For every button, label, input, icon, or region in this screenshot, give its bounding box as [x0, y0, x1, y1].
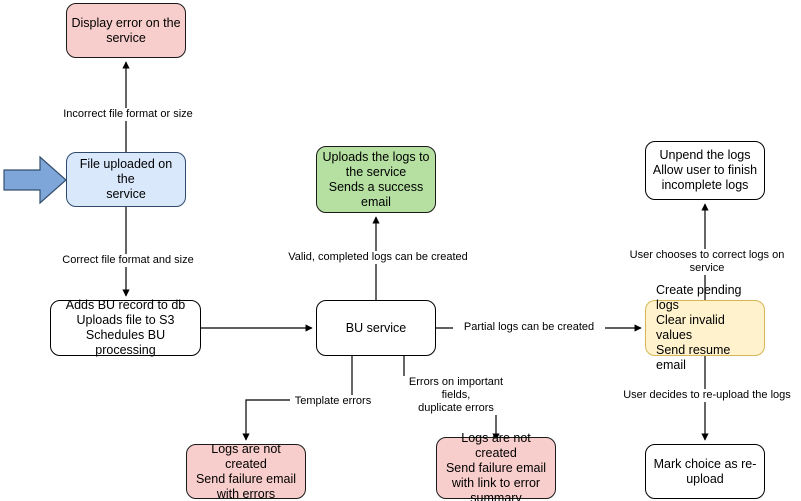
edge-label-valid-logs: Valid, completed logs can be created: [282, 251, 474, 264]
node-create-pending-logs[interactable]: Create pending logs Clear invalid values…: [645, 283, 765, 372]
node-logs-not-created-summary[interactable]: Logs are not created Send failure email …: [436, 431, 556, 501]
node-file-uploaded[interactable]: File uploaded on the service: [66, 152, 186, 207]
node-unpend-logs[interactable]: Unpend the logs Allow user to finish inc…: [645, 141, 765, 200]
node-display-error[interactable]: Display error on the service: [66, 3, 186, 58]
node-adds-bu-record[interactable]: Adds BU record to db Uploads file to S3 …: [50, 298, 201, 357]
edge-label-incorrect-format: Incorrect file format or size: [55, 108, 201, 121]
edge-label-important-errors: Errors on important fields, duplicate er…: [392, 376, 520, 415]
edge-label-partial-logs: Partial logs can be created: [453, 321, 605, 334]
node-bu-service[interactable]: BU service: [316, 300, 436, 356]
edge-label-user-reuploads: User decides to re-upload the logs: [617, 389, 797, 402]
edge-label-user-corrects: User chooses to correct logs on service: [609, 249, 801, 275]
edge-label-template-errors: Template errors: [290, 395, 376, 408]
node-logs-not-created-errors[interactable]: Logs are not created Send failure email …: [186, 442, 306, 501]
start-arrow-icon: [3, 155, 67, 205]
node-uploads-logs[interactable]: Uploads the logs to the service Sends a …: [316, 146, 436, 213]
node-mark-choice-reupload[interactable]: Mark choice as re- upload: [645, 444, 765, 499]
edge-label-correct-format: Correct file format and size: [56, 254, 200, 267]
